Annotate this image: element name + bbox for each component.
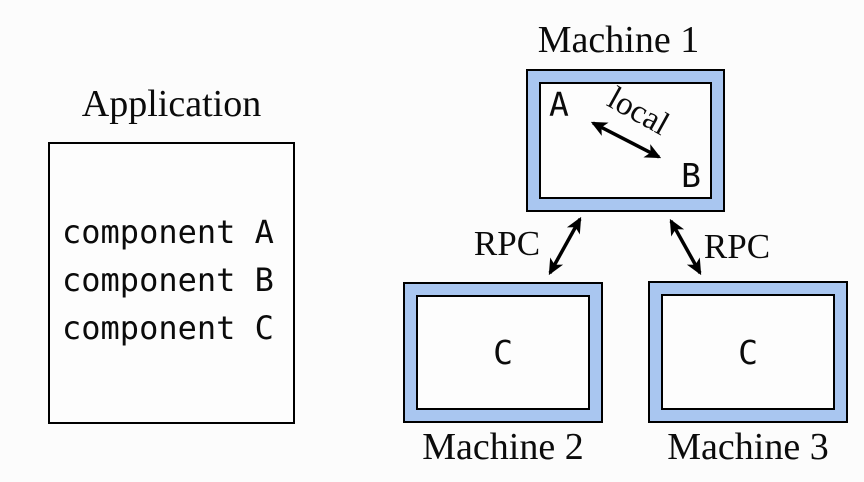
rpc-arrow-right <box>669 218 702 276</box>
machine3-title: Machine 3 <box>667 426 829 468</box>
machine1-component-b: B <box>681 156 701 195</box>
application-title: Application <box>81 83 262 125</box>
machine1-inner-box: A B <box>539 82 712 199</box>
machine2-box: C <box>403 282 603 423</box>
component-c-label: component C <box>62 309 274 347</box>
machine3-box: C <box>648 281 848 423</box>
component-a-label: component A <box>62 213 274 251</box>
component-b-label: component B <box>62 261 274 299</box>
rpc-arrow-left <box>548 216 582 276</box>
rpc-left-label: RPC <box>473 224 541 263</box>
machine3-component-c: C <box>661 294 835 410</box>
application-component-list: component A component B component C <box>62 208 274 352</box>
machine1-box: A B local <box>526 69 725 212</box>
machine1-title: Machine 1 <box>537 19 700 61</box>
rpc-right-label: RPC <box>703 227 771 266</box>
application-box: component A component B component C <box>48 142 295 424</box>
machine2-title: Machine 2 <box>422 426 584 468</box>
machine1-component-a: A <box>549 85 569 124</box>
machine2-component-c: C <box>416 295 590 410</box>
